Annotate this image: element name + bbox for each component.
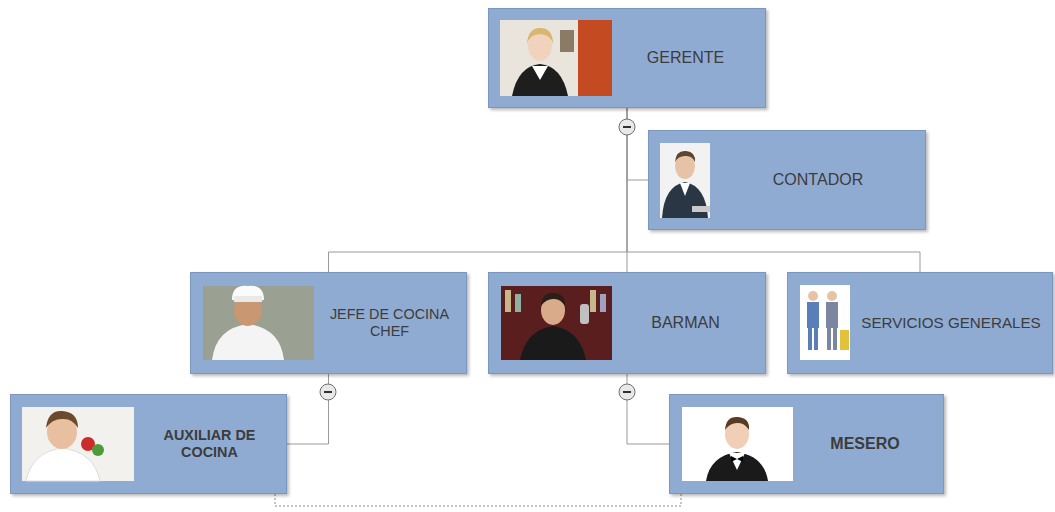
text-area: GERENTE <box>614 9 757 107</box>
role-title: BARMAN <box>651 313 719 332</box>
org-connector <box>287 374 329 444</box>
org-connector <box>627 108 648 180</box>
photo <box>203 286 314 360</box>
role-title: AUXILIAR DE COCINA <box>141 427 278 462</box>
text-area: SERVICIOS GENERALES <box>858 273 1044 373</box>
org-connector <box>627 374 669 444</box>
dotted-connector <box>275 494 681 506</box>
text-area: JEFE DE COCINA CHEF <box>321 273 458 373</box>
photo <box>660 143 710 218</box>
text-area: BARMAN <box>614 273 757 373</box>
photo <box>501 286 612 360</box>
photo <box>682 407 793 481</box>
photo <box>800 285 850 360</box>
role-title: SERVICIOS GENERALES <box>861 314 1041 332</box>
text-area: AUXILIAR DE COCINA <box>141 395 278 493</box>
role-title: CONTADOR <box>773 170 863 189</box>
text-area: MESERO <box>795 395 935 493</box>
text-area: CONTADOR <box>719 131 917 229</box>
collapse-button <box>619 119 635 135</box>
photo <box>22 407 134 481</box>
role-title: GERENTE <box>647 48 724 67</box>
photo <box>500 20 612 96</box>
role-title: JEFE DE COCINA CHEF <box>321 306 458 341</box>
org-connector <box>329 108 628 272</box>
collapse-button <box>619 384 635 400</box>
collapse-button <box>320 384 336 400</box>
role-title: MESERO <box>830 434 899 453</box>
